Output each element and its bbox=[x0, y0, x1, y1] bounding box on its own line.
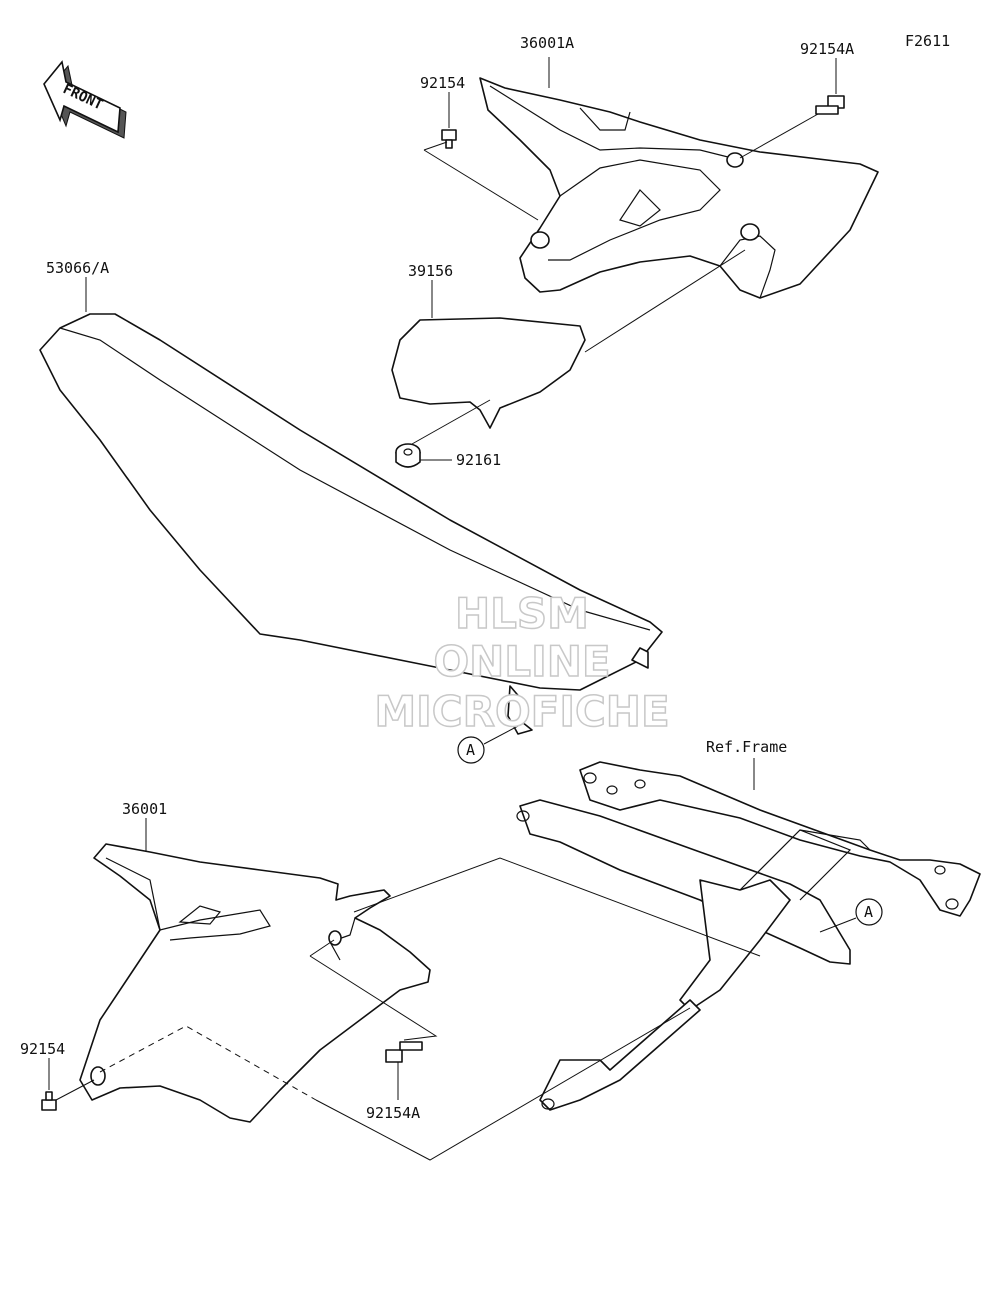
callout-a-seat: A bbox=[466, 741, 475, 759]
part-36001a-label: 36001A bbox=[520, 34, 574, 52]
watermark-line-1: HLSM bbox=[455, 589, 589, 638]
bolt-icon bbox=[815, 95, 845, 115]
part-92154-left-label: 92154 bbox=[20, 1040, 65, 1058]
seat bbox=[39, 313, 663, 735]
bolt-icon bbox=[441, 129, 457, 149]
bolt-icon bbox=[41, 1091, 57, 1111]
left-side-cover bbox=[79, 843, 431, 1123]
damper-icon bbox=[395, 443, 421, 468]
front-arrow-icon: FRONT bbox=[43, 60, 127, 139]
part-92154a-left-label: 92154A bbox=[366, 1104, 420, 1122]
part-92154a-right-label: 92154A bbox=[800, 40, 854, 58]
figure-code: F2611 bbox=[905, 32, 950, 50]
bolt-icon bbox=[385, 1041, 423, 1063]
watermark-line-2: ONLINE bbox=[433, 637, 610, 686]
right-side-cover bbox=[479, 77, 879, 299]
part-36001-label: 36001 bbox=[122, 800, 167, 818]
part-92161-label: 92161 bbox=[456, 451, 501, 469]
rear-frame bbox=[516, 761, 981, 1111]
callout-a-frame: A bbox=[864, 903, 873, 921]
watermark-line-3: MICROFICHE bbox=[374, 687, 669, 736]
pad bbox=[391, 317, 586, 429]
part-53066a-label: 53066/A bbox=[46, 259, 109, 277]
part-92154-right-label: 92154 bbox=[420, 74, 465, 92]
part-39156-label: 39156 bbox=[408, 262, 453, 280]
ref-frame-label: Ref.Frame bbox=[706, 738, 787, 756]
